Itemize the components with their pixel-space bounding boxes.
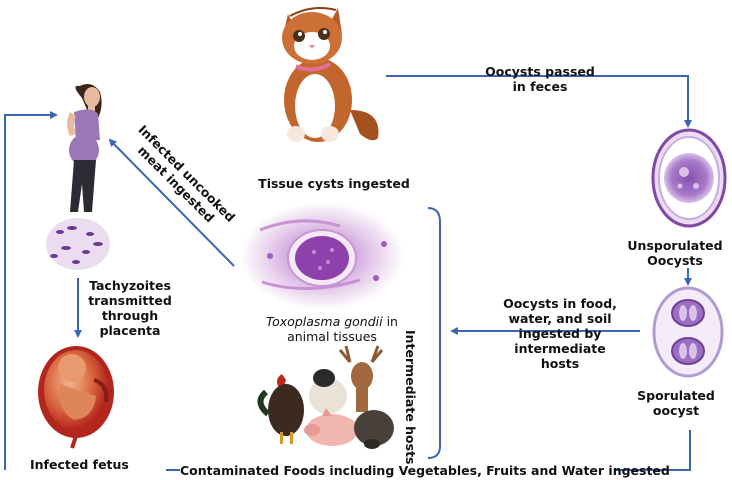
- toxoplasma-in: in: [382, 314, 398, 329]
- label-oocysts-in-food: Oocysts in food, water, and soil ingeste…: [503, 296, 617, 371]
- toxoplasma-name: Toxoplasma gondii: [266, 314, 383, 329]
- arrow-sporulated-to-foods: [614, 430, 691, 471]
- label-toxoplasma-in-animal-tissues: Toxoplasma gondii in animal tissues: [250, 314, 414, 344]
- label-oocysts-passed: Oocysts passed in feces: [485, 64, 595, 94]
- label-tissue-cysts-ingested: Tissue cysts ingested: [258, 176, 410, 191]
- label-infected-fetus: Infected fetus: [30, 457, 129, 472]
- label-unsporulated-oocysts: Unsporulated Oocysts: [627, 238, 723, 268]
- pregnant-woman-icon: [67, 84, 102, 212]
- sporulated-oocyst-icon: [652, 286, 724, 378]
- cat-icon: [282, 7, 379, 142]
- toxoplasma-animal-tissues: animal tissues: [287, 329, 377, 344]
- label-intermediate-hosts: Intermediate hosts: [403, 330, 418, 465]
- intermediate-hosts-bracket: [427, 207, 441, 459]
- tachyzoite-smear-icon: [46, 218, 110, 270]
- arrow-meat-to-woman: [108, 138, 235, 267]
- cycle-arrows: [4, 75, 692, 471]
- unsporulated-oocyst-icon: [651, 128, 727, 228]
- label-contaminated-foods: Contaminated Foods including Vegetables,…: [180, 463, 670, 478]
- arrow-foods-to-woman: [4, 111, 58, 470]
- arrow-cat-to-oocysts: [386, 75, 692, 128]
- label-sporulated-oocyst: Sporulated oocyst: [637, 388, 715, 418]
- fetus-icon: [38, 346, 114, 449]
- animals-icon: [257, 345, 394, 449]
- label-tachyzoites-transmitted: Tachyzoites transmitted through placenta: [88, 278, 172, 338]
- tissue-cyst-icon: [240, 202, 404, 310]
